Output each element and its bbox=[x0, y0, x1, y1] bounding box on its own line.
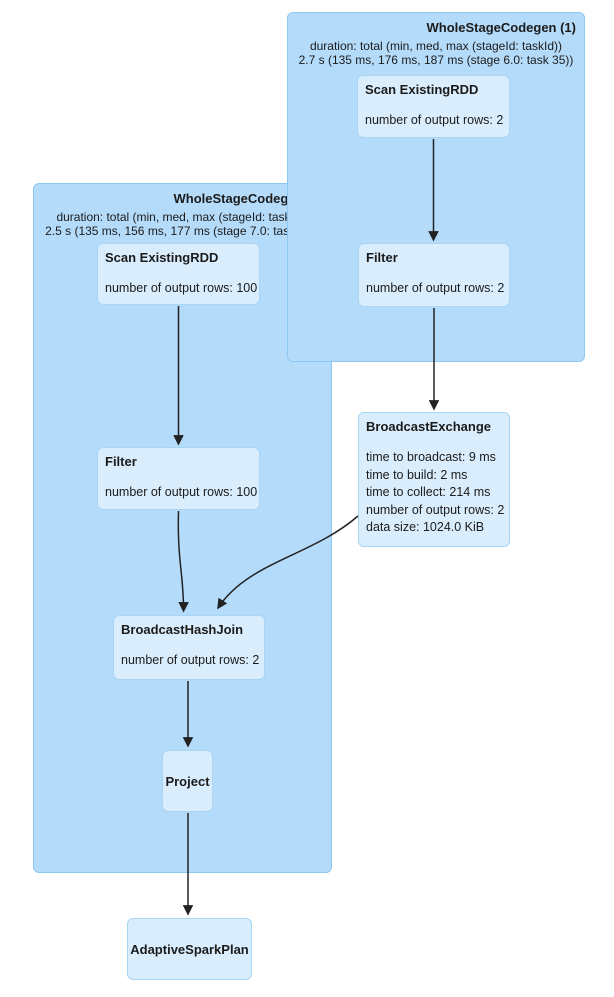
node-scan-existingrdd-1[interactable]: Scan ExistingRDD number of output rows: … bbox=[357, 75, 510, 138]
node-metric: number of output rows: 100 bbox=[105, 281, 258, 295]
node-metric: number of output rows: 2 bbox=[365, 113, 504, 127]
node-project[interactable]: Project bbox=[162, 750, 213, 812]
node-adaptivesparkplan[interactable]: AdaptiveSparkPlan bbox=[127, 918, 252, 980]
node-title: Scan ExistingRDD bbox=[105, 250, 219, 265]
cluster-wholestagecodegen-1: WholeStageCodegen (1) duration: total (m… bbox=[287, 12, 585, 362]
cluster-2-title: WholeStageCodegen (2) bbox=[173, 191, 323, 206]
node-title: Scan ExistingRDD bbox=[365, 82, 479, 97]
node-metrics: time to broadcast: 9 ms time to build: 2… bbox=[366, 450, 505, 534]
cluster-2-duration-value: 2.5 s (135 ms, 156 ms, 177 ms (stage 7.0… bbox=[45, 223, 320, 238]
cluster-1-duration-value: 2.7 s (135 ms, 176 ms, 187 ms (stage 6.0… bbox=[298, 52, 574, 67]
node-scan-existingrdd-2[interactable]: Scan ExistingRDD number of output rows: … bbox=[97, 243, 260, 305]
cluster-2-duration: duration: total (min, med, max (stageId:… bbox=[34, 210, 331, 238]
cluster-2-duration-label: duration: total (min, med, max (stageId:… bbox=[56, 210, 309, 224]
node-title: Project bbox=[165, 773, 210, 789]
cluster-1-title: WholeStageCodegen (1) bbox=[426, 20, 576, 35]
node-broadcastexchange[interactable]: BroadcastExchange time to broadcast: 9 m… bbox=[358, 412, 510, 547]
node-title: BroadcastHashJoin bbox=[121, 622, 244, 637]
node-filter-2[interactable]: Filter number of output rows: 100 bbox=[97, 447, 260, 510]
cluster-1-duration: duration: total (min, med, max (stageId:… bbox=[288, 39, 584, 67]
node-metric: number of output rows: 2 bbox=[366, 281, 505, 295]
node-metric: number of output rows: 100 bbox=[105, 485, 258, 499]
node-title: Filter bbox=[366, 250, 398, 265]
node-title: AdaptiveSparkPlan bbox=[130, 941, 249, 957]
node-broadcasthashjoin[interactable]: BroadcastHashJoin number of output rows:… bbox=[113, 615, 265, 680]
node-metric: number of output rows: 2 bbox=[121, 653, 260, 667]
node-title: Filter bbox=[105, 454, 137, 469]
cluster-1-duration-label: duration: total (min, med, max (stageId:… bbox=[309, 39, 563, 53]
node-filter-1[interactable]: Filter number of output rows: 2 bbox=[358, 243, 510, 307]
node-title: BroadcastExchange bbox=[366, 419, 491, 434]
